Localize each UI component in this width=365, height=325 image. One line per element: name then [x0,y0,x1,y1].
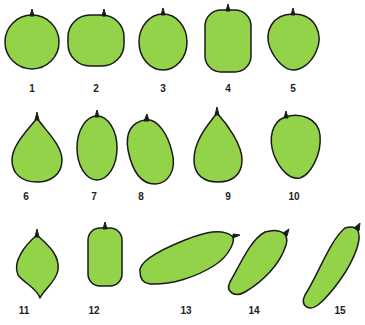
fruit-shape [271,115,320,178]
callout-number: 5 [290,84,296,94]
callout-number: 9 [225,192,231,202]
stem-tip [144,114,149,121]
callout-number: 2 [93,84,99,94]
stem-tip [95,110,99,117]
stem-tip [35,229,39,237]
callout-number: 4 [225,84,231,94]
fruit-shape [139,14,187,70]
stem-tip [284,111,288,118]
callout-number: 6 [23,192,29,202]
fruit-shape [268,14,319,70]
stem-tip [354,223,360,231]
fruit-shape [205,10,251,72]
stem-tip [30,9,34,16]
fruit-shape [68,15,124,66]
callout-number: 11 [19,306,30,316]
fruit-shape [77,116,117,180]
callout-number: 14 [248,306,259,316]
callout-number: 8 [138,192,144,202]
callout-number: 12 [88,306,99,316]
callout-number: 3 [160,84,166,94]
callout-number: 1 [29,84,35,94]
callout-number: 10 [288,192,299,202]
fruit-shape [88,228,122,286]
fruit-shape [140,232,233,284]
fruit-shape [127,120,173,184]
stem-tip [226,4,230,11]
stem-tip [283,229,289,236]
callout-number: 13 [180,306,191,316]
stem-tip [102,9,106,16]
stem-tip [291,8,295,15]
stem-tip [215,107,219,115]
fruit-shape [16,235,58,298]
stem-tip [35,112,39,120]
callout-number: 7 [91,192,97,202]
stem-tip [233,234,240,238]
fruit-shape [12,118,62,182]
fruit-shape [303,227,359,308]
fruit-shape [229,231,287,295]
callout-number: 15 [334,306,345,316]
fruit-shape [5,15,59,69]
stem-tip [161,8,165,15]
fruit-shape [194,113,242,182]
stem-tip [103,222,107,229]
